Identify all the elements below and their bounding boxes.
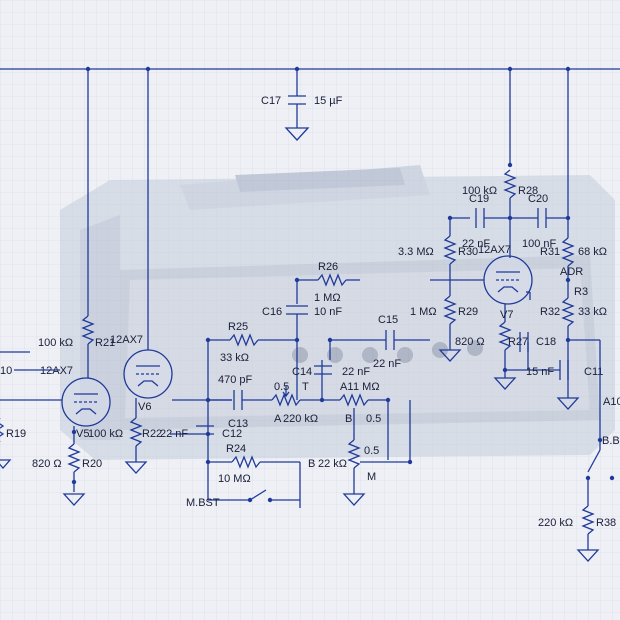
pot-a-value: 220 kΩ bbox=[283, 413, 318, 425]
r25-value: 33 kΩ bbox=[220, 352, 249, 364]
r26-value: 1 MΩ bbox=[314, 292, 341, 304]
c12-value: 22 nF bbox=[160, 428, 188, 440]
r38-value: 220 kΩ bbox=[538, 517, 573, 529]
resistor-r22[interactable] bbox=[129, 417, 143, 447]
r27-label: R27 bbox=[508, 336, 528, 348]
v7-label: V7 bbox=[500, 309, 513, 321]
r32-value: 33 kΩ bbox=[578, 306, 607, 318]
pot-a-taper: T bbox=[302, 381, 309, 393]
tube-left-type: 12AX7 bbox=[40, 365, 73, 377]
r31-value: 68 kΩ bbox=[578, 246, 607, 258]
resistor-r31[interactable] bbox=[561, 237, 575, 267]
r29-label: R29 bbox=[458, 306, 478, 318]
r29-value: 1 MΩ bbox=[410, 306, 437, 318]
r21-label: R21 bbox=[95, 337, 115, 349]
c20-label: C20 bbox=[528, 193, 548, 205]
tube-mid-type: 12AX7 bbox=[110, 334, 143, 346]
pot-m-wiper: 0.5 bbox=[364, 445, 379, 457]
v5-label: V5 bbox=[76, 428, 89, 440]
tube-v6[interactable] bbox=[123, 349, 173, 399]
r3-label: R3 bbox=[574, 286, 588, 298]
c14-label: C14 bbox=[292, 366, 312, 378]
r38-label: R38 bbox=[596, 517, 616, 529]
r28-label: R28 bbox=[518, 185, 538, 197]
resistor-r38[interactable] bbox=[581, 505, 595, 535]
resistor-r26[interactable] bbox=[317, 273, 347, 287]
c15-label: C15 bbox=[378, 314, 398, 326]
r22-label: R22 bbox=[142, 428, 162, 440]
c18-value: 15 nF bbox=[526, 366, 554, 378]
c19-value: 22 nF bbox=[462, 238, 490, 250]
pot-a-label: A bbox=[274, 413, 282, 425]
r24-value: 10 MΩ bbox=[218, 473, 251, 485]
r25-label: R25 bbox=[228, 321, 248, 333]
tube-v7[interactable] bbox=[483, 255, 533, 305]
resistor-r32[interactable] bbox=[561, 297, 575, 327]
r20-value: 820 Ω bbox=[32, 458, 62, 470]
c11-label: C11 bbox=[584, 366, 603, 378]
r26-label: R26 bbox=[318, 261, 338, 273]
c19-label: C19 bbox=[469, 193, 489, 205]
mbst-label: M.BST bbox=[186, 497, 220, 509]
r27-value: 820 Ω bbox=[455, 336, 485, 348]
c16-label: C16 bbox=[262, 306, 282, 318]
a1-label: A1 bbox=[340, 381, 353, 393]
r28-value: 100 kΩ bbox=[462, 185, 497, 197]
c16-value: 10 nF bbox=[314, 306, 342, 318]
r32-label: R32 bbox=[540, 306, 560, 318]
r22-value: 100 kΩ bbox=[88, 428, 123, 440]
potentiometer-a1[interactable] bbox=[339, 393, 369, 407]
c13-label: C13 bbox=[228, 418, 248, 430]
capacitor-c17[interactable] bbox=[284, 69, 310, 141]
r30-value: 3.3 MΩ bbox=[398, 246, 434, 258]
r31-label: R31 bbox=[540, 246, 560, 258]
potentiometer-b2[interactable] bbox=[347, 439, 361, 469]
pot-m-label: M bbox=[367, 471, 376, 483]
resistor-r29[interactable] bbox=[443, 295, 457, 325]
r20-label: R20 bbox=[82, 458, 102, 470]
r24-label: R24 bbox=[226, 443, 246, 455]
c13-value: 470 pF bbox=[218, 374, 253, 386]
resistor-r25[interactable] bbox=[229, 333, 259, 347]
a10-label: A10 bbox=[603, 396, 620, 408]
c18-label: C18 bbox=[536, 336, 556, 348]
c15-value: 22 nF bbox=[373, 358, 401, 370]
tube-right-type: 12AX7 bbox=[478, 244, 511, 256]
v6-label: V6 bbox=[138, 401, 151, 413]
potentiometer-a[interactable] bbox=[271, 386, 301, 407]
pot-b-label: B bbox=[345, 413, 352, 425]
c17-value: 15 µF bbox=[314, 95, 343, 107]
r19-label: R19 bbox=[6, 428, 26, 440]
a1-value: 1 MΩ bbox=[353, 381, 380, 393]
c17-label: C17 bbox=[261, 95, 281, 107]
capacitor-c11[interactable] bbox=[559, 360, 569, 380]
bb-label: B.B bbox=[602, 435, 620, 447]
pot-b2-label: B bbox=[308, 458, 315, 470]
resistor-r20[interactable] bbox=[67, 443, 81, 473]
resistor-r21[interactable] bbox=[81, 315, 95, 345]
left-cut-label: 10 bbox=[0, 365, 12, 377]
c14-value: 22 nF bbox=[342, 366, 370, 378]
adr-label: ADR bbox=[560, 266, 583, 278]
pot-a-wiper: 0.5 bbox=[274, 381, 289, 393]
amplifier-photo bbox=[60, 165, 615, 460]
c12-label: C12 bbox=[222, 428, 242, 440]
r30-label: R30 bbox=[458, 246, 478, 258]
resistor-r28[interactable] bbox=[503, 169, 517, 199]
capacitor-c12[interactable] bbox=[196, 425, 214, 435]
resistor-r30[interactable] bbox=[443, 235, 457, 265]
pot-b2-value: 22 kΩ bbox=[318, 458, 347, 470]
tube-v5[interactable] bbox=[61, 377, 111, 427]
resistor-r24[interactable] bbox=[231, 455, 261, 469]
c20-value: 100 nF bbox=[522, 238, 557, 250]
r21-value: 100 kΩ bbox=[38, 337, 73, 349]
resistor-r27[interactable] bbox=[498, 321, 512, 351]
capacitor-c14[interactable] bbox=[314, 365, 332, 375]
pot-b-wiper: 0.5 bbox=[366, 413, 381, 425]
